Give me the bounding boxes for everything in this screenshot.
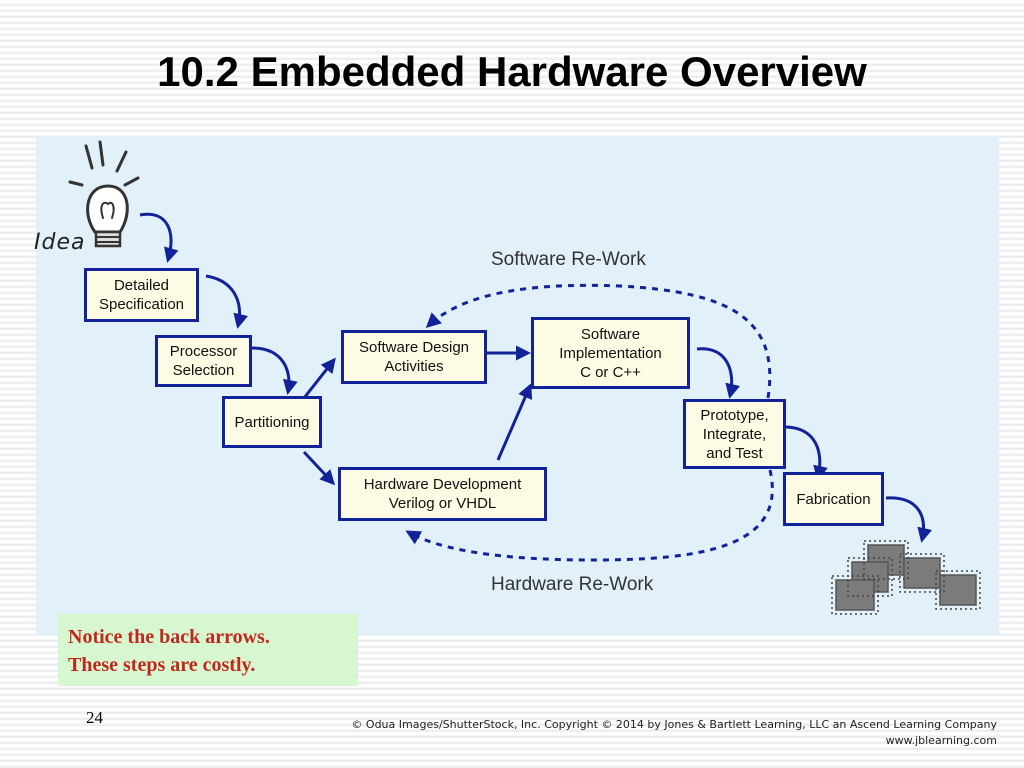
node-software-implementation: Software Implementation C or C++ xyxy=(531,317,690,389)
node-software-design: Software Design Activities xyxy=(341,330,487,384)
lightbulb-icon xyxy=(68,140,140,248)
node-partitioning: Partitioning xyxy=(222,396,322,448)
hardware-rework-label: Hardware Re-Work xyxy=(491,574,654,595)
node-fabrication: Fabrication xyxy=(783,472,884,526)
slide-title: 10.2 Embedded Hardware Overview xyxy=(157,48,867,95)
idea-label: Idea xyxy=(34,230,86,255)
node-detailed-specification: Detailed Specification xyxy=(84,268,199,322)
copyright-notice: © Odua Images/ShutterStock, Inc. Copyrig… xyxy=(351,718,997,747)
note-callout: Notice the back arrows. These steps are … xyxy=(58,614,358,686)
microchip-icon xyxy=(831,540,981,615)
software-rework-label: Software Re-Work xyxy=(491,249,646,270)
node-prototype-integrate-test: Prototype, Integrate, and Test xyxy=(683,399,786,469)
node-hardware-development: Hardware Development Verilog or VHDL xyxy=(338,467,547,521)
slide-number: 24 xyxy=(86,708,103,727)
node-processor-selection: Processor Selection xyxy=(155,335,252,387)
